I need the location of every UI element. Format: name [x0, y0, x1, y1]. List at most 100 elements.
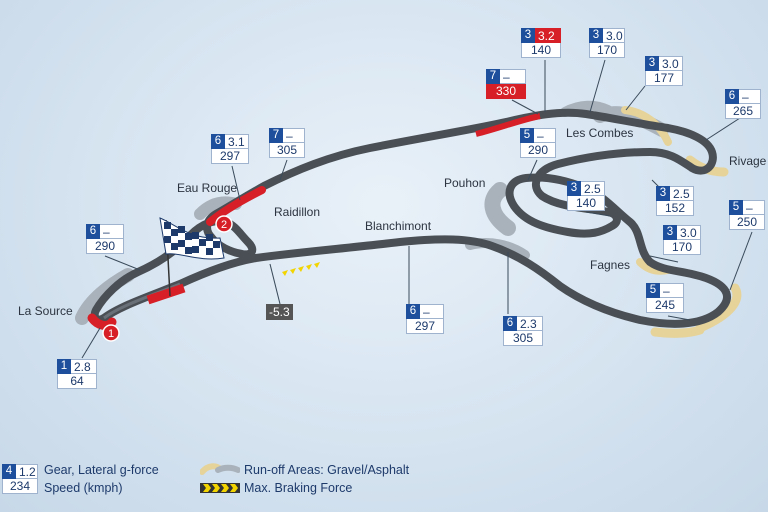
gear-value: 6: [86, 224, 100, 239]
g-force-value: 3.0: [659, 56, 683, 71]
start-grid: [146, 283, 186, 305]
legend-speed: 234: [2, 479, 38, 494]
corner-data-box: 6– 265: [725, 89, 761, 119]
gear-value: 3: [521, 28, 535, 43]
legend-runoff: Run-off Areas: Gravel/Asphalt: [244, 463, 410, 477]
gear-value: 3: [645, 56, 659, 71]
corner-la-source: La Source: [18, 304, 73, 318]
corner-fagnes: Fagnes: [590, 258, 631, 272]
speed-value: 290: [86, 239, 124, 254]
marker-1: 1: [102, 324, 120, 342]
g-force-value: –: [420, 304, 444, 319]
speed-value: 170: [589, 43, 625, 58]
legend-g-force: 1.2: [16, 464, 38, 479]
speed-value: 297: [211, 149, 249, 164]
speed-value: 290: [520, 143, 556, 158]
speed-value: 305: [269, 143, 305, 158]
g-force-value: –: [283, 128, 305, 143]
la-source-highlight: [87, 313, 117, 330]
gear-value: 6: [406, 304, 420, 319]
gear-value: 5: [520, 128, 534, 143]
track-outline: [90, 108, 731, 328]
gear-value: 3: [663, 225, 677, 240]
braking-chevrons: [282, 262, 320, 276]
g-force-value: 2.5: [581, 181, 605, 196]
corner-blanchimont: Blanchimont: [365, 219, 432, 233]
speed-value: 140: [567, 196, 605, 211]
corner-rivage: Rivage: [729, 154, 767, 168]
marker-2: 2: [215, 215, 233, 233]
corner-eau-rouge: Eau Rouge: [177, 181, 238, 195]
corner-data-box: 5– 290: [520, 128, 556, 158]
g-force-value: 2.5: [670, 186, 694, 201]
speed-value: 64: [57, 374, 97, 389]
gear-value: 7: [486, 69, 500, 84]
gear-value: 6: [725, 89, 739, 104]
checkered-flag-icon: [159, 217, 225, 297]
corner-raidillon: Raidillon: [274, 205, 321, 219]
speed-value: 170: [663, 240, 701, 255]
corner-data-box: 7– 305: [269, 128, 305, 158]
gear-value: 3: [567, 181, 581, 196]
corner-data-box: 6– 297: [406, 304, 444, 334]
corner-data-box: 7– 330: [486, 69, 526, 99]
g-force-value: –: [534, 128, 556, 143]
eau-rouge-highlight: [206, 186, 266, 226]
gear-value: 6: [211, 134, 225, 149]
gear-value: 6: [503, 316, 517, 331]
g-force-value: –: [739, 89, 761, 104]
g-force-value: 3.0: [677, 225, 701, 240]
gear-value: 7: [269, 128, 283, 143]
g-force-value: –: [100, 224, 124, 239]
g-force-value: –: [500, 69, 526, 84]
g-force-value: –: [660, 283, 684, 298]
corner-data-box: 5– 250: [729, 200, 765, 230]
g-force-value: –: [743, 200, 765, 215]
marker-1-label: 1: [108, 328, 114, 340]
gear-value: 1: [57, 359, 71, 374]
speed-value: 305: [503, 331, 543, 346]
speed-value: 297: [406, 319, 444, 334]
speed-value: 140: [521, 43, 561, 58]
speed-value: 330: [486, 84, 526, 99]
speed-value: 265: [725, 104, 761, 119]
gear-value: 3: [589, 28, 603, 43]
g-force-value: 3.2: [535, 28, 561, 43]
g-force-value: 2.3: [517, 316, 543, 331]
g-force-value: 2.8: [71, 359, 97, 374]
corner-data-box: 5– 245: [646, 283, 684, 313]
max-braking-value: -5.3: [266, 304, 293, 320]
speed-value: 152: [656, 201, 694, 216]
g-force-value: 3.0: [603, 28, 625, 43]
speed-value: 177: [645, 71, 683, 86]
gear-value: 5: [646, 283, 660, 298]
legend-gear-gforce: Gear, Lateral g-force: [44, 463, 159, 477]
gear-value: 5: [729, 200, 743, 215]
corner-pouhon: Pouhon: [444, 176, 486, 190]
corner-les-combes: Les Combes: [566, 126, 634, 140]
marker-2-label: 2: [221, 219, 227, 231]
legend-braking: Max. Braking Force: [244, 481, 353, 495]
legend-gear: 4: [2, 464, 16, 479]
gear-value: 3: [656, 186, 670, 201]
braking-legend-icon: [200, 483, 240, 493]
g-force-value: 3.1: [225, 134, 249, 149]
speed-value: 250: [729, 215, 765, 230]
runoff-legend-icon: [200, 463, 240, 475]
kemmel-highlight: [475, 113, 541, 137]
callout-lines: [81, 59, 753, 359]
speed-value: 245: [646, 298, 684, 313]
legend-speed-label: Speed (kmph): [44, 481, 123, 495]
corner-data-box: 6– 290: [86, 224, 124, 254]
